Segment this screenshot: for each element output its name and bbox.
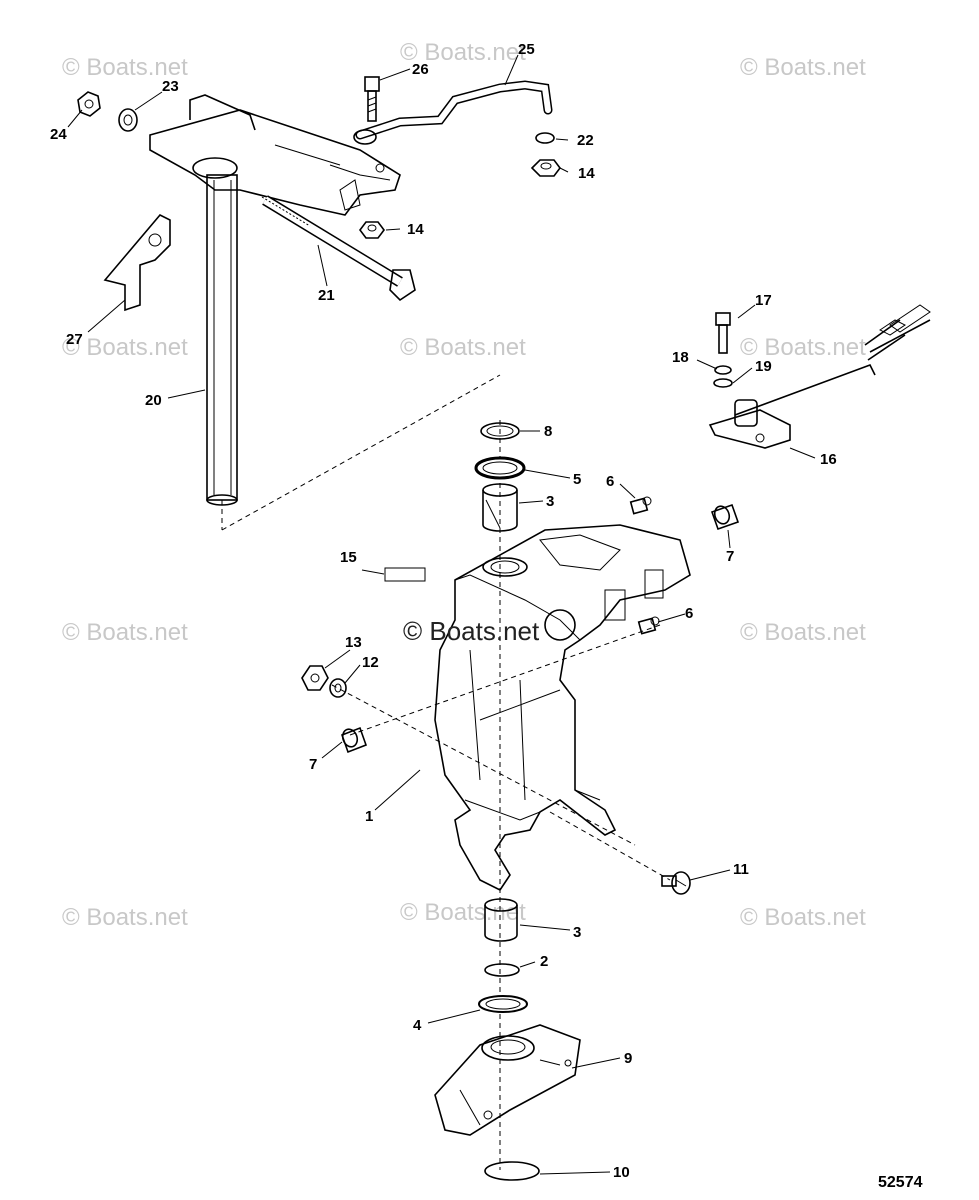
callout-6: 6 bbox=[606, 473, 614, 490]
watermark: © Boats.net bbox=[740, 334, 866, 361]
watermark: © Boats.net bbox=[62, 904, 188, 931]
part-6-grease-fitting bbox=[637, 616, 660, 635]
part-11-screw bbox=[661, 871, 691, 895]
part-17-bolt bbox=[715, 312, 731, 354]
watermark: © Boats.net bbox=[740, 904, 866, 931]
part-27-clip bbox=[103, 214, 171, 312]
watermark: © Boats.net bbox=[400, 39, 526, 66]
callout-13: 13 bbox=[345, 634, 362, 651]
part-13-nut bbox=[301, 665, 329, 691]
part-8-washer bbox=[480, 422, 520, 440]
part-steering-arm bbox=[149, 94, 401, 216]
part-25-steering-link bbox=[353, 80, 553, 145]
part-9-lower-yoke bbox=[434, 1024, 581, 1136]
part-7-bushing bbox=[340, 726, 368, 754]
callout-2: 2 bbox=[540, 953, 548, 970]
callout-17: 17 bbox=[755, 292, 772, 309]
part-22-washer bbox=[535, 132, 555, 144]
callout-11: 11 bbox=[733, 861, 749, 878]
callout-19: 19 bbox=[755, 358, 772, 375]
part-12-washer bbox=[329, 678, 347, 698]
part-2-ring bbox=[484, 963, 520, 977]
part-26-bolt bbox=[364, 76, 380, 122]
callout-22: 22 bbox=[577, 132, 594, 149]
assembly-lines bbox=[221, 374, 671, 1170]
callout-16: 16 bbox=[820, 451, 837, 468]
part-7-bushing bbox=[710, 503, 740, 531]
callout-3: 3 bbox=[546, 493, 554, 510]
part-6-grease-fitting bbox=[629, 496, 652, 515]
watermark: © Boats.net bbox=[62, 54, 188, 81]
callout-21: 21 bbox=[318, 287, 335, 304]
callout-26: 26 bbox=[412, 61, 429, 78]
callout-27: 27 bbox=[66, 331, 83, 348]
part-14-nut bbox=[359, 221, 385, 239]
watermark: © Boats.net bbox=[740, 619, 866, 646]
part-3-bushing bbox=[482, 483, 518, 532]
callout-4: 4 bbox=[413, 1017, 422, 1034]
watermark: © Boats.net bbox=[400, 899, 526, 926]
part-16-trim-sender bbox=[708, 304, 931, 449]
part-20-steering-tube bbox=[206, 174, 238, 506]
callout-9: 9 bbox=[624, 1050, 632, 1067]
callout-1: 1 bbox=[365, 808, 373, 825]
diagram-number: 52574 bbox=[878, 1174, 923, 1191]
watermark: © Boats.net bbox=[400, 334, 526, 361]
watermark: © Boats.net bbox=[403, 616, 540, 646]
leader-lines bbox=[67, 54, 816, 1175]
part-10-snap-ring bbox=[484, 1161, 540, 1181]
callout-14: 14 bbox=[407, 221, 424, 238]
callout-10: 10 bbox=[613, 1164, 630, 1181]
watermark: © Boats.net bbox=[62, 619, 188, 646]
part-21-bolt bbox=[261, 195, 416, 302]
part-4-seal bbox=[478, 995, 528, 1013]
callout-5: 5 bbox=[573, 471, 581, 488]
watermark: © Boats.net bbox=[62, 334, 188, 361]
callout-12: 12 bbox=[362, 654, 379, 671]
callout-25: 25 bbox=[518, 41, 535, 58]
part-1-swivel-bracket bbox=[434, 524, 691, 892]
part-23-washer bbox=[118, 108, 138, 132]
callout-7: 7 bbox=[309, 756, 317, 773]
watermarks: © Boats.net © Boats.net © Boats.net © Bo… bbox=[62, 39, 866, 931]
callout-15: 15 bbox=[340, 549, 357, 566]
callout-20: 20 bbox=[145, 392, 162, 409]
callout-3: 3 bbox=[573, 924, 581, 941]
watermark: © Boats.net bbox=[740, 54, 866, 81]
part-18-19-washers bbox=[713, 365, 733, 388]
callout-8: 8 bbox=[544, 423, 552, 440]
callout-7: 7 bbox=[726, 548, 734, 565]
part-24-nut bbox=[77, 91, 101, 117]
callout-18: 18 bbox=[672, 349, 689, 366]
callout-labels: 24 23 26 25 22 14 14 21 27 20 17 18 19 1… bbox=[50, 41, 837, 1181]
part-15-decal bbox=[384, 567, 426, 582]
callout-23: 23 bbox=[162, 78, 179, 95]
part-14-nut bbox=[530, 159, 561, 177]
callout-6: 6 bbox=[685, 605, 693, 622]
callout-14: 14 bbox=[578, 165, 595, 182]
part-5-seal bbox=[474, 456, 526, 480]
callout-24: 24 bbox=[50, 126, 67, 143]
part-3-bushing bbox=[484, 898, 518, 942]
